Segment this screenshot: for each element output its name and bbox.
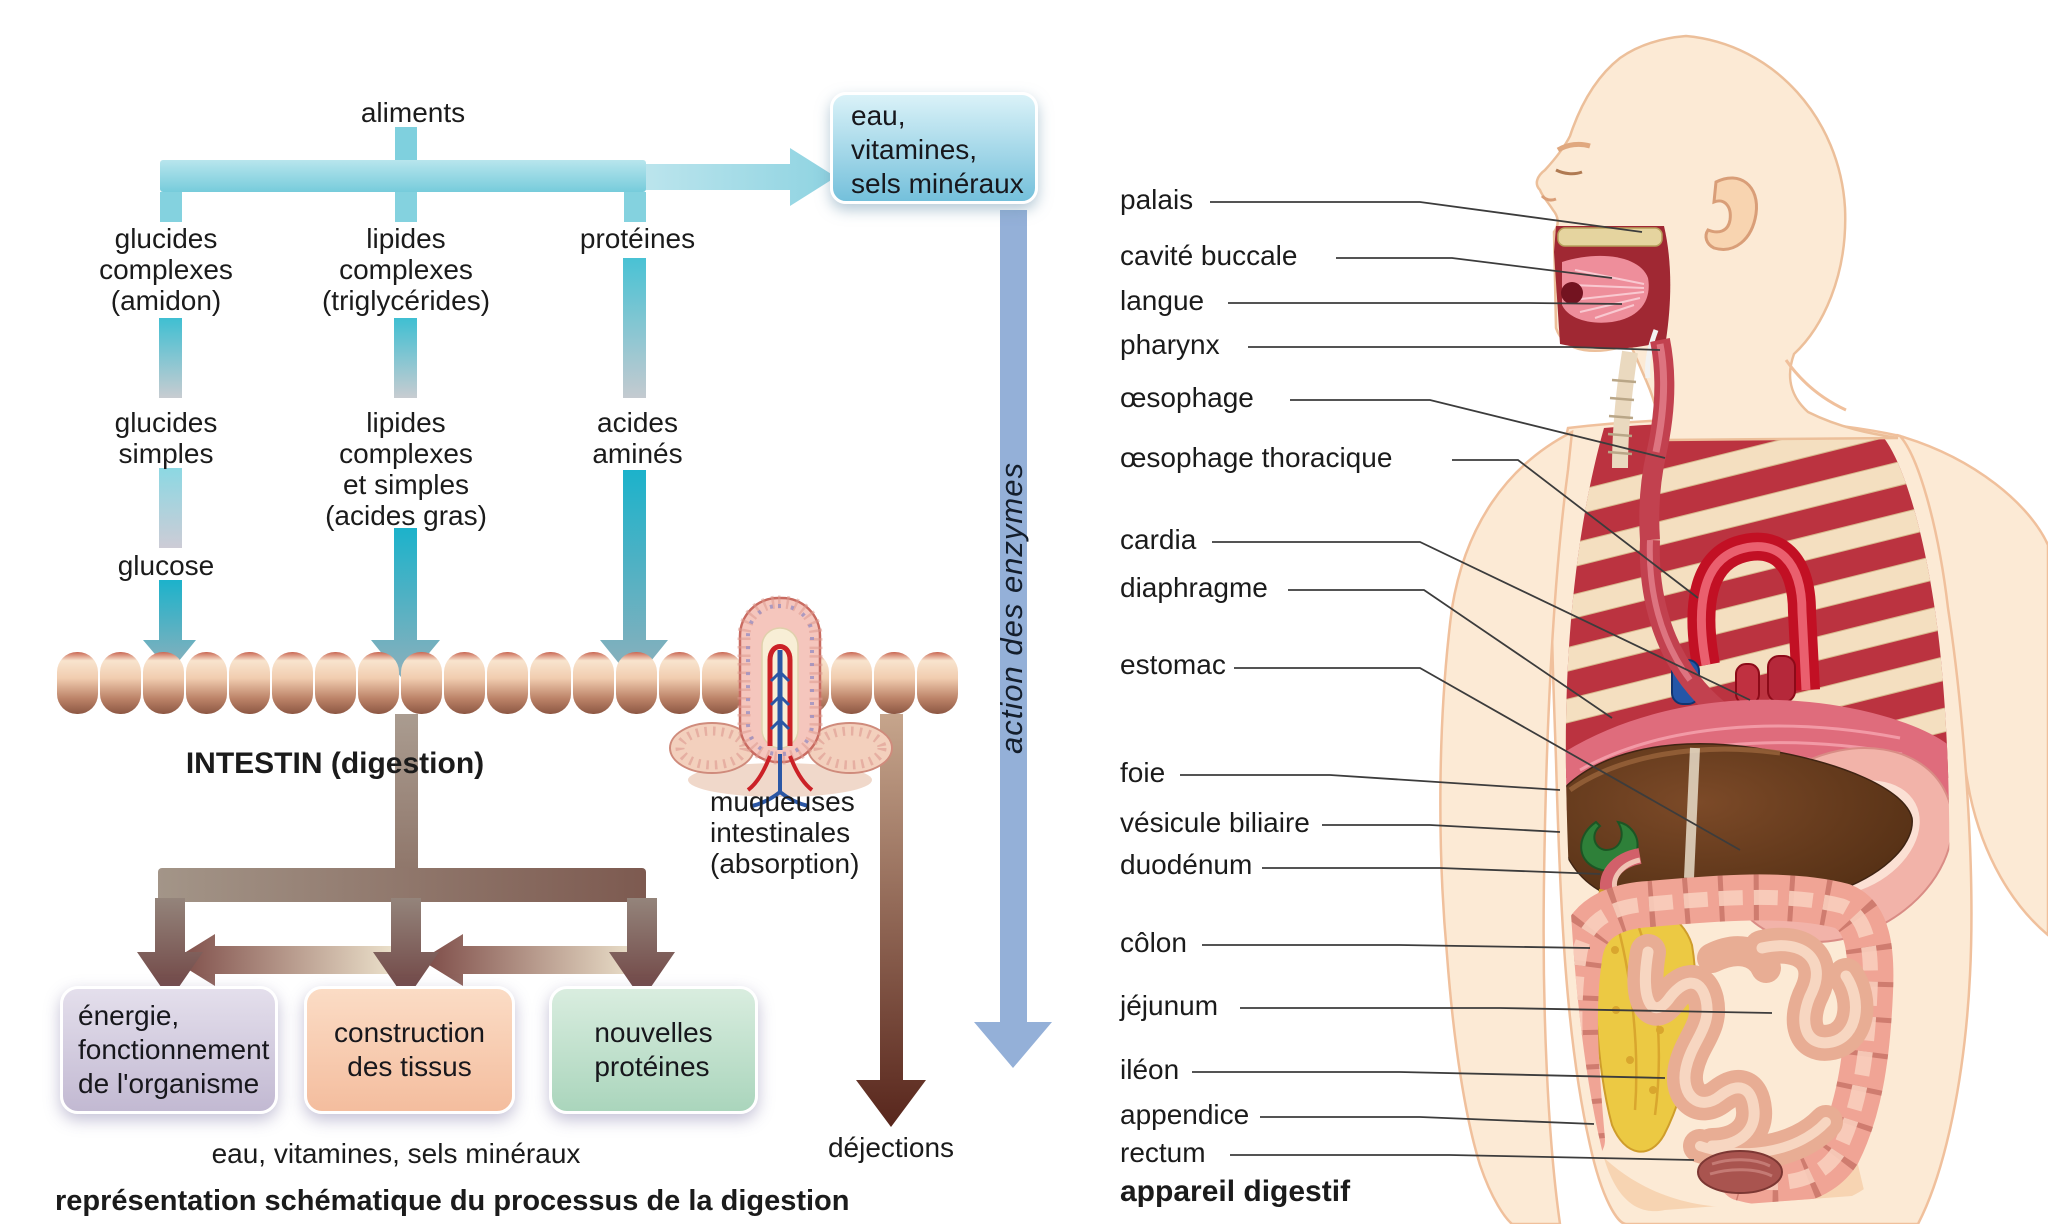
outcome-box-tissus: construction des tissus bbox=[304, 986, 515, 1114]
leader-duodenum bbox=[1262, 867, 1601, 875]
arrow-aliments-to-water bbox=[478, 148, 836, 206]
palate bbox=[1557, 227, 1663, 247]
label-colon: côlon bbox=[1120, 927, 1187, 958]
arrow-left-proteines bbox=[421, 934, 634, 986]
label-appendice: appendice bbox=[1120, 1099, 1250, 1130]
small-intestine bbox=[1627, 927, 1874, 1171]
label-oesophage-thoracique: œsophage thoracique bbox=[1120, 442, 1393, 473]
label-intestin: INTESTIN (digestion) bbox=[185, 747, 485, 780]
outcome-box-proteines: nouvelles protéines bbox=[549, 986, 758, 1114]
flow-arrows bbox=[143, 127, 836, 682]
arrow-to-proteines bbox=[609, 898, 675, 1000]
flow-caption: représentation schématique du processus … bbox=[55, 1185, 850, 1217]
leader-oesophage bbox=[1290, 399, 1666, 459]
anatomy-caption: appareil digestif bbox=[1120, 1175, 1351, 1208]
action-enzymes-text: action des enzymes bbox=[994, 462, 1029, 754]
outcome-proteines-text: nouvelles protéines bbox=[594, 1017, 713, 1082]
epiglottis bbox=[1645, 329, 1659, 379]
label-dejections: déjections bbox=[827, 1132, 955, 1163]
connector-brown-stem bbox=[395, 714, 418, 874]
label-foie: foie bbox=[1120, 757, 1166, 788]
bar-proteines bbox=[623, 258, 646, 398]
arrow-to-tissus bbox=[373, 898, 439, 1000]
bar-glucides bbox=[159, 318, 182, 398]
label-jejunum: jéjunum bbox=[1120, 990, 1219, 1021]
label-lipides-simples: lipides complexes et simples (acides gra… bbox=[325, 407, 487, 531]
trachea bbox=[1612, 350, 1638, 469]
ear-icon bbox=[1704, 176, 1758, 251]
label-rectum: rectum bbox=[1120, 1137, 1206, 1168]
leader-langue bbox=[1228, 302, 1623, 305]
leader-pharynx bbox=[1248, 346, 1661, 351]
label-glucose: glucose bbox=[117, 550, 215, 581]
eyebrow bbox=[1556, 141, 1591, 153]
label-proteines: protéines bbox=[579, 223, 696, 254]
leader-ileon bbox=[1192, 1071, 1666, 1079]
leader-vesicule-biliaire bbox=[1322, 824, 1561, 833]
arrow-action-enzymes bbox=[974, 210, 1052, 1068]
bar-glucides-2 bbox=[159, 468, 182, 548]
anatomy-figure bbox=[1180, 34, 2048, 1224]
vessel-red-2 bbox=[1767, 655, 1796, 703]
label-langue: langue bbox=[1120, 285, 1205, 316]
label-action-enzymes: action des enzymes bbox=[984, 368, 1040, 848]
label-diaphragme: diaphragme bbox=[1120, 572, 1268, 603]
eye bbox=[1555, 168, 1583, 176]
body-left-arm bbox=[1439, 429, 1574, 1224]
leader-lines bbox=[1180, 201, 1773, 1161]
label-vesicule-biliaire: vésicule biliaire bbox=[1120, 807, 1310, 838]
arrow-to-energie bbox=[137, 898, 203, 1000]
label-estomac: estomac bbox=[1120, 649, 1226, 680]
bar-lipides bbox=[394, 318, 417, 398]
outcome-box-energie: énergie, fonctionnement de l'organisme bbox=[60, 986, 278, 1114]
connector-aliments-stub bbox=[395, 127, 417, 162]
label-acides-amines: acides aminés bbox=[592, 407, 683, 469]
outcome-energie-text: énergie, fonctionnement de l'organisme bbox=[78, 1000, 270, 1099]
label-glucides-complexes: glucides complexes (amidon) bbox=[99, 223, 233, 316]
label-cavite-buccale: cavité buccale bbox=[1120, 240, 1298, 271]
leader-rectum bbox=[1230, 1154, 1695, 1161]
label-oesophage: œsophage bbox=[1120, 382, 1254, 413]
label-pharynx: pharynx bbox=[1120, 329, 1220, 360]
label-glucides-simples: glucides simples bbox=[114, 407, 218, 469]
label-eau-vitamines-note: eau, vitamines, sels minéraux bbox=[211, 1138, 581, 1169]
water-vitamins-box: eau, vitamines, sels minéraux bbox=[830, 92, 1038, 204]
arrow-left-construction bbox=[173, 934, 391, 986]
label-palais: palais bbox=[1120, 184, 1194, 215]
label-ileon: iléon bbox=[1120, 1054, 1180, 1085]
leader-colon bbox=[1202, 944, 1591, 949]
intestine-band bbox=[57, 652, 958, 714]
label-aliments: aliments bbox=[360, 97, 466, 128]
arrow-dejections bbox=[856, 714, 926, 1127]
leader-diaphragme bbox=[1288, 589, 1613, 719]
leader-estomac bbox=[1234, 667, 1741, 851]
nostril bbox=[1540, 194, 1557, 202]
connector-tbar-teal bbox=[160, 160, 646, 192]
connector-brown-tbar bbox=[158, 868, 646, 902]
leader-jejunum bbox=[1240, 1007, 1773, 1014]
falciform-ligament bbox=[1684, 747, 1700, 879]
leader-oesophage-thoracique bbox=[1452, 459, 1699, 599]
leader-foie bbox=[1180, 774, 1561, 791]
arrow-lipides bbox=[371, 528, 440, 682]
leader-cavite-buccale bbox=[1336, 257, 1613, 279]
arrow-acides-amines bbox=[600, 470, 668, 682]
label-lipides-complexes: lipides complexes (triglycérides) bbox=[321, 223, 491, 316]
villus-illustration bbox=[669, 595, 893, 808]
arrow-glucose bbox=[143, 580, 196, 672]
outcome-tissus-text: construction des tissus bbox=[334, 1017, 485, 1082]
label-cardia: cardia bbox=[1120, 524, 1197, 555]
water-vitamins-text: eau, vitamines, sels minéraux bbox=[851, 100, 1024, 199]
label-muqueuses: muqueuses intestinales (absorption) bbox=[710, 786, 860, 879]
label-duodenum: duodénum bbox=[1120, 849, 1253, 880]
leader-appendice bbox=[1260, 1116, 1595, 1125]
leader-cardia bbox=[1212, 541, 1751, 701]
rectum bbox=[1697, 1150, 1783, 1194]
leader-palais bbox=[1210, 201, 1643, 233]
outcome-arrows bbox=[137, 714, 926, 1127]
